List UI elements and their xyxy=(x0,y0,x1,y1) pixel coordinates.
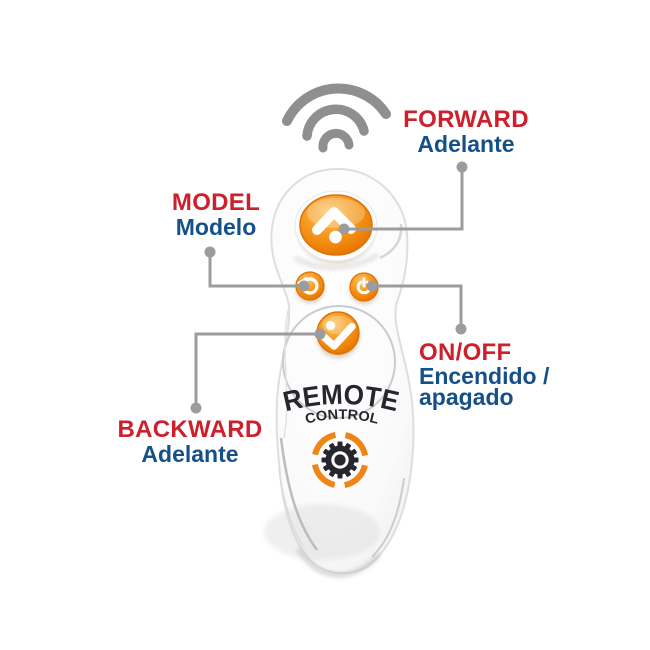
callout-lines xyxy=(190,161,468,414)
onoff-label-es-line2: apagado xyxy=(419,384,514,410)
remote-body xyxy=(264,167,415,577)
backward-label-es: Adelante xyxy=(141,441,239,467)
body-shading xyxy=(264,504,380,560)
panel-circle-outline xyxy=(282,305,396,419)
backward-button[interactable] xyxy=(316,311,360,358)
model-callout xyxy=(204,246,310,292)
onoff-callout xyxy=(366,280,467,335)
wifi-signal-icon xyxy=(282,83,391,153)
onoff-label: ON/OFF Encendido / apagado xyxy=(419,339,594,410)
forward-label-es: Adelante xyxy=(417,131,515,157)
footstep-icon xyxy=(319,320,356,350)
forward-callout xyxy=(338,161,468,235)
model-label-es: Modelo xyxy=(175,214,257,240)
gear-emblem xyxy=(311,431,369,489)
brand-line2: CONTROL xyxy=(303,406,381,427)
onoff-label-en: ON/OFF xyxy=(419,339,512,366)
model-label: MODEL Modelo xyxy=(146,189,286,239)
backward-label: BACKWARD Adelante xyxy=(110,416,270,466)
gear-icon xyxy=(321,441,359,479)
backward-label-en: BACKWARD xyxy=(117,416,263,443)
backward-callout xyxy=(190,328,326,414)
onoff-label-es-line1: Encendido / xyxy=(419,363,550,389)
up-arrow-icon xyxy=(312,207,356,244)
gear-orange-ring xyxy=(311,431,369,489)
forward-label: FORWARD Adelante xyxy=(396,106,536,156)
model-label-en: MODEL xyxy=(171,189,261,216)
forward-button[interactable] xyxy=(294,190,378,263)
forward-label-en: FORWARD xyxy=(403,106,529,133)
